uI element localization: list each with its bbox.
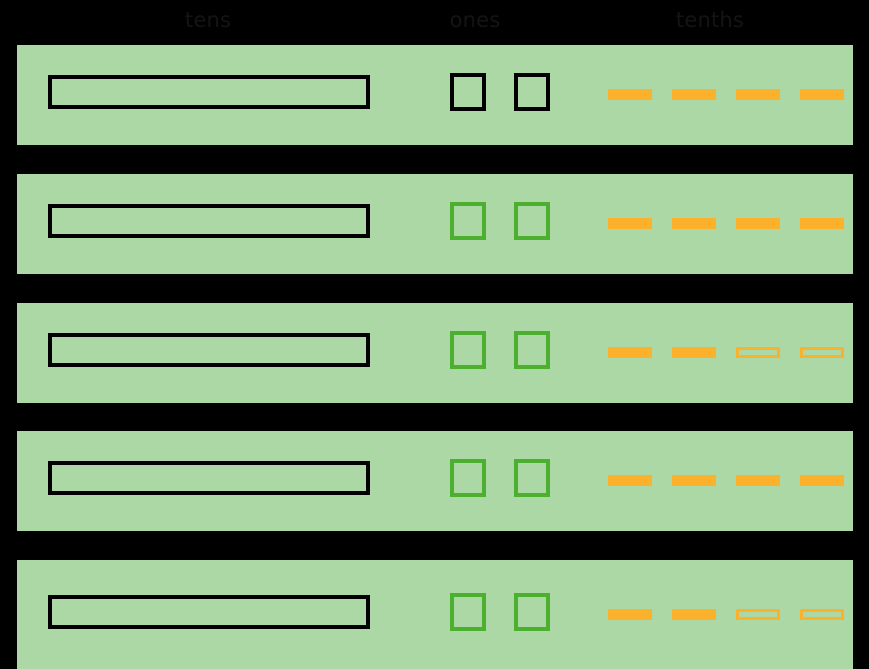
tenths-zone bbox=[602, 471, 857, 491]
tens-rod-block[interactable] bbox=[48, 594, 370, 629]
column-label-ones: ones bbox=[449, 8, 501, 32]
tens-rod-block[interactable] bbox=[48, 75, 370, 109]
ones-unit-block[interactable] bbox=[514, 331, 550, 369]
place-value-row[interactable] bbox=[17, 431, 853, 531]
tenths-zone bbox=[602, 605, 857, 625]
tenths-strip-block[interactable] bbox=[608, 475, 652, 486]
tenths-strip-block[interactable] bbox=[672, 475, 716, 486]
ones-zone bbox=[432, 592, 572, 637]
place-value-row[interactable] bbox=[17, 174, 853, 274]
ones-unit-block[interactable] bbox=[514, 73, 550, 111]
ones-unit-block[interactable] bbox=[450, 592, 486, 631]
ones-unit-block[interactable] bbox=[514, 592, 550, 631]
tenths-strip-block[interactable] bbox=[608, 347, 652, 358]
tenths-strip-block[interactable] bbox=[672, 218, 716, 229]
column-label-tens: tens bbox=[184, 8, 232, 32]
ones-zone bbox=[432, 331, 572, 375]
tenths-strip-block[interactable] bbox=[672, 608, 716, 620]
ones-unit-block[interactable] bbox=[450, 202, 486, 240]
tens-zone bbox=[48, 204, 404, 244]
tens-zone bbox=[48, 461, 404, 501]
ones-unit-block[interactable] bbox=[450, 459, 486, 497]
tenths-strip-block[interactable] bbox=[800, 89, 844, 100]
ones-zone bbox=[432, 202, 572, 246]
column-header: tens ones tenths bbox=[0, 0, 869, 42]
tens-zone bbox=[48, 75, 404, 115]
tenths-zone bbox=[602, 343, 857, 363]
tenths-strip-block[interactable] bbox=[736, 218, 780, 229]
tens-zone bbox=[48, 333, 404, 373]
tenths-strip-block[interactable] bbox=[672, 347, 716, 358]
tenths-strip-block[interactable] bbox=[800, 608, 844, 620]
place-value-row[interactable] bbox=[17, 560, 853, 669]
column-label-tenths: tenths bbox=[675, 8, 745, 32]
ones-zone bbox=[432, 459, 572, 503]
tenths-strip-block[interactable] bbox=[672, 89, 716, 100]
tens-rod-block[interactable] bbox=[48, 461, 370, 495]
ones-unit-block[interactable] bbox=[450, 331, 486, 369]
ones-unit-block[interactable] bbox=[450, 73, 486, 111]
tenths-strip-block[interactable] bbox=[736, 475, 780, 486]
tenths-strip-block[interactable] bbox=[800, 347, 844, 358]
ones-unit-block[interactable] bbox=[514, 202, 550, 240]
tenths-strip-block[interactable] bbox=[736, 347, 780, 358]
place-value-row[interactable] bbox=[17, 45, 853, 145]
tenths-strip-block[interactable] bbox=[800, 475, 844, 486]
tenths-zone bbox=[602, 214, 857, 234]
tens-zone bbox=[48, 594, 404, 635]
ones-zone bbox=[432, 73, 572, 117]
ones-unit-block[interactable] bbox=[514, 459, 550, 497]
tenths-strip-block[interactable] bbox=[608, 218, 652, 229]
tens-rod-block[interactable] bbox=[48, 204, 370, 238]
tenths-strip-block[interactable] bbox=[800, 218, 844, 229]
tenths-strip-block[interactable] bbox=[608, 608, 652, 620]
tens-rod-block[interactable] bbox=[48, 333, 370, 367]
tenths-zone bbox=[602, 85, 857, 105]
tenths-strip-block[interactable] bbox=[736, 608, 780, 620]
tenths-strip-block[interactable] bbox=[608, 89, 652, 100]
tenths-strip-block[interactable] bbox=[736, 89, 780, 100]
place-value-row[interactable] bbox=[17, 303, 853, 403]
